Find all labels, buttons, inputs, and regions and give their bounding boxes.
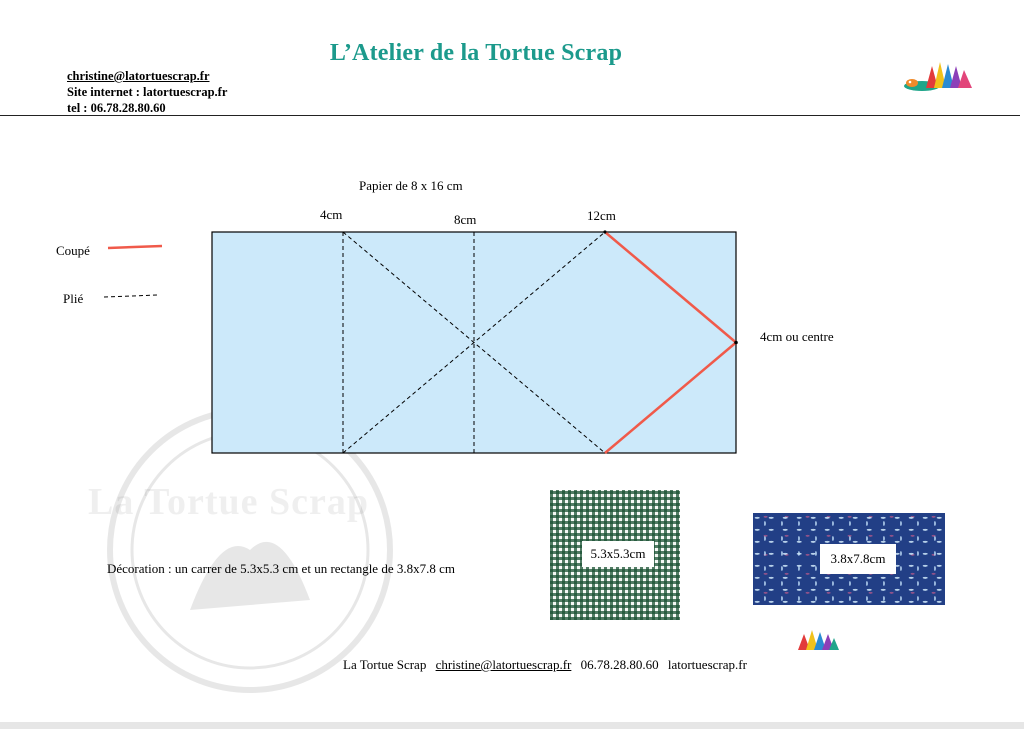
cut-start-marker: [603, 230, 607, 234]
mark-4cm-label: 4cm: [320, 207, 343, 222]
center-point-marker: [734, 340, 738, 345]
rectangle-swatch-label: 3.8x7.8cm: [820, 544, 896, 574]
mark-8cm-label: 8cm: [454, 212, 477, 227]
footer-brand: La Tortue Scrap: [343, 657, 427, 672]
turtle-logo-icon: [904, 62, 972, 91]
footer: La Tortue Scrap christine@latortuescrap.…: [343, 657, 753, 673]
legend-fold-label: Plié: [63, 291, 84, 306]
decoration-description: Décoration : un carrer de 5.3x5.3 cm et …: [107, 561, 455, 576]
contact-phone: tel : 06.78.28.80.60: [67, 101, 166, 115]
cut-line-lower: [604, 341, 737, 454]
page-bottom-edge: [0, 722, 1024, 729]
footer-site[interactable]: latortuescrap.fr: [667, 657, 747, 672]
contact-website: Site internet : latortuescrap.fr: [67, 85, 228, 99]
cut-line-upper: [604, 231, 737, 344]
watermark-text: La Tortue Scrap: [88, 481, 370, 523]
footer-phone: 06.78.28.80.60: [580, 657, 659, 672]
center-point-label: 4cm ou centre: [760, 329, 834, 344]
square-swatch-label: 5.3x5.3cm: [582, 541, 654, 567]
site-title: L’Atelier de la Tortue Scrap: [329, 40, 623, 66]
footer-email-link[interactable]: christine@latortuescrap.fr: [435, 657, 572, 672]
footer-turtle-logo-icon: [798, 630, 839, 650]
fold-line-diagonal: [342, 231, 606, 454]
mark-12cm-label: 12cm: [587, 208, 616, 223]
contact-block: christine@latortuescrap.fr Site internet…: [67, 68, 227, 116]
paper-size-label: Papier de 8 x 16 cm: [359, 178, 463, 193]
legend-cut-label: Coupé: [56, 243, 90, 258]
legend-fold-line: [103, 294, 159, 298]
header-divider: [0, 115, 1020, 116]
legend-cut-line: [107, 244, 163, 250]
contact-email-link[interactable]: christine@latortuescrap.fr: [67, 69, 210, 83]
